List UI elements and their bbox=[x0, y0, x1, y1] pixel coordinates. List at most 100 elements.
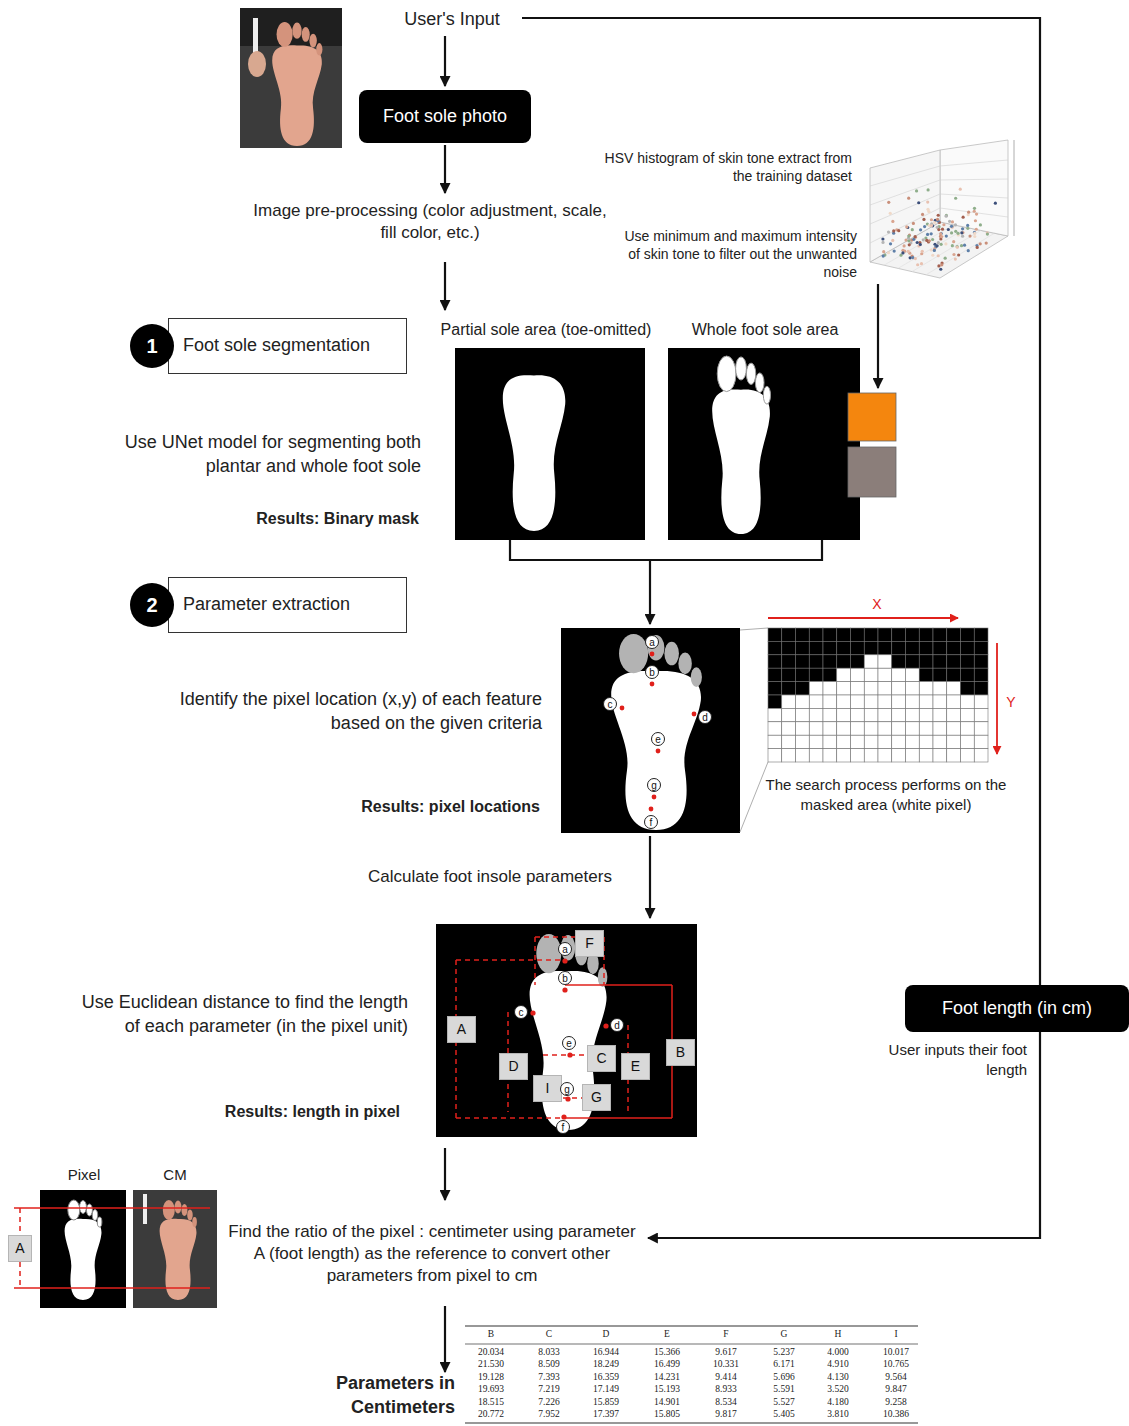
plot-point bbox=[903, 244, 906, 247]
table-cell: 5.696 bbox=[757, 1373, 811, 1383]
pixel-cell bbox=[851, 641, 865, 654]
axis-line bbox=[1014, 140, 1015, 236]
foot-toe bbox=[68, 1200, 80, 1220]
plot-point bbox=[975, 228, 978, 231]
parameter-label: C bbox=[587, 1045, 616, 1072]
pixel-cell bbox=[823, 735, 837, 748]
pixel-cell bbox=[906, 641, 920, 654]
plot-point bbox=[881, 241, 884, 244]
node-text: e bbox=[566, 1038, 572, 1049]
pixel-cell bbox=[878, 682, 892, 695]
plot-point bbox=[944, 242, 947, 245]
pixel-cell bbox=[892, 708, 906, 721]
plot-point bbox=[945, 234, 948, 237]
table-cell: 4.130 bbox=[811, 1373, 865, 1383]
photo-background bbox=[240, 8, 342, 148]
pixel-cell bbox=[837, 735, 851, 748]
plot-point bbox=[975, 212, 978, 215]
plot-point bbox=[942, 223, 945, 226]
table-cell: 7.226 bbox=[522, 1398, 576, 1408]
mask-background bbox=[455, 348, 645, 540]
step-description: Image pre-processing (color adjustment, … bbox=[250, 200, 610, 244]
pixel-cell bbox=[851, 735, 865, 748]
foot-toe bbox=[163, 1200, 175, 1220]
parameter-label: B bbox=[666, 1039, 695, 1066]
input-label: User's Input bbox=[372, 8, 532, 31]
foot-drawing bbox=[272, 22, 322, 146]
pixel-cell bbox=[933, 682, 947, 695]
pixel-cell bbox=[809, 655, 823, 668]
plot-point bbox=[930, 232, 933, 235]
zoom-leader bbox=[740, 762, 768, 832]
plot-point bbox=[908, 234, 911, 237]
feature-point-label: f bbox=[556, 1120, 570, 1134]
table-cell: 3.810 bbox=[811, 1410, 865, 1420]
plot-point bbox=[914, 257, 917, 260]
pixel-cell bbox=[974, 695, 988, 708]
pixel-cell bbox=[796, 641, 810, 654]
table-cell: 5.527 bbox=[757, 1398, 811, 1408]
pixel-cell bbox=[892, 749, 906, 762]
flow-arrow bbox=[768, 617, 958, 619]
grid-line bbox=[870, 208, 940, 243]
foot-toe bbox=[302, 27, 310, 42]
pixel-cell bbox=[947, 735, 961, 748]
plot-wall bbox=[940, 140, 1008, 236]
plot-point bbox=[919, 228, 922, 231]
foot-toe bbox=[717, 356, 736, 392]
pixel-cell bbox=[919, 708, 933, 721]
pixel-cell bbox=[933, 628, 947, 641]
feature-point bbox=[567, 1052, 572, 1057]
pixel-cell bbox=[906, 628, 920, 641]
table-rule bbox=[465, 1422, 918, 1423]
foot-toe bbox=[277, 22, 293, 47]
pixel-cell bbox=[837, 641, 851, 654]
step-box: Foot sole segmentation bbox=[168, 318, 407, 374]
table-cell: 9.617 bbox=[699, 1348, 753, 1358]
table-cell: 15.859 bbox=[579, 1398, 633, 1408]
pixel-cell bbox=[768, 749, 782, 762]
pixel-cell bbox=[823, 749, 837, 762]
plot-point bbox=[967, 211, 970, 214]
pixel-cell bbox=[906, 668, 920, 681]
table-header: F bbox=[699, 1330, 753, 1340]
mask-background bbox=[668, 348, 860, 540]
pixel-cell bbox=[864, 695, 878, 708]
plot-point bbox=[925, 239, 928, 242]
plot-point bbox=[937, 228, 940, 231]
pixel-cell bbox=[851, 628, 865, 641]
foot-drawing bbox=[530, 934, 608, 1130]
table-cell: 17.149 bbox=[579, 1385, 633, 1395]
pixel-grid-background bbox=[768, 628, 988, 762]
pixel-cell bbox=[823, 641, 837, 654]
grid-line bbox=[940, 179, 1008, 180]
node-text: B bbox=[676, 1045, 685, 1060]
parameter-label: D bbox=[499, 1053, 528, 1080]
plot-point bbox=[930, 218, 933, 221]
axis-label: X bbox=[865, 595, 889, 613]
table-cell: 4.000 bbox=[811, 1348, 865, 1358]
plot-point bbox=[954, 258, 957, 261]
pixel-cell bbox=[906, 749, 920, 762]
foot-toe bbox=[86, 1204, 92, 1216]
node-text: Foot sole photo bbox=[383, 107, 507, 127]
pixel-cell bbox=[837, 722, 851, 735]
plot-point bbox=[907, 250, 910, 253]
foot-sole bbox=[611, 671, 701, 830]
pixel-cell bbox=[878, 695, 892, 708]
flow-arrow bbox=[444, 36, 446, 86]
pixel-cell bbox=[974, 749, 988, 762]
pixel-cell bbox=[837, 668, 851, 681]
pixel-cell bbox=[782, 655, 796, 668]
pixel-cell bbox=[919, 655, 933, 668]
result-label: Results: length in pixel bbox=[160, 1102, 400, 1123]
plot-point bbox=[901, 251, 904, 254]
flow-arrow bbox=[522, 18, 1040, 985]
foot-toe bbox=[309, 34, 316, 48]
node-text: c bbox=[519, 1007, 524, 1018]
table-cell: 5.591 bbox=[757, 1385, 811, 1395]
pixel-cell bbox=[864, 655, 878, 668]
plot-point bbox=[952, 253, 955, 256]
pixel-cell bbox=[974, 668, 988, 681]
plot-point bbox=[951, 220, 954, 223]
